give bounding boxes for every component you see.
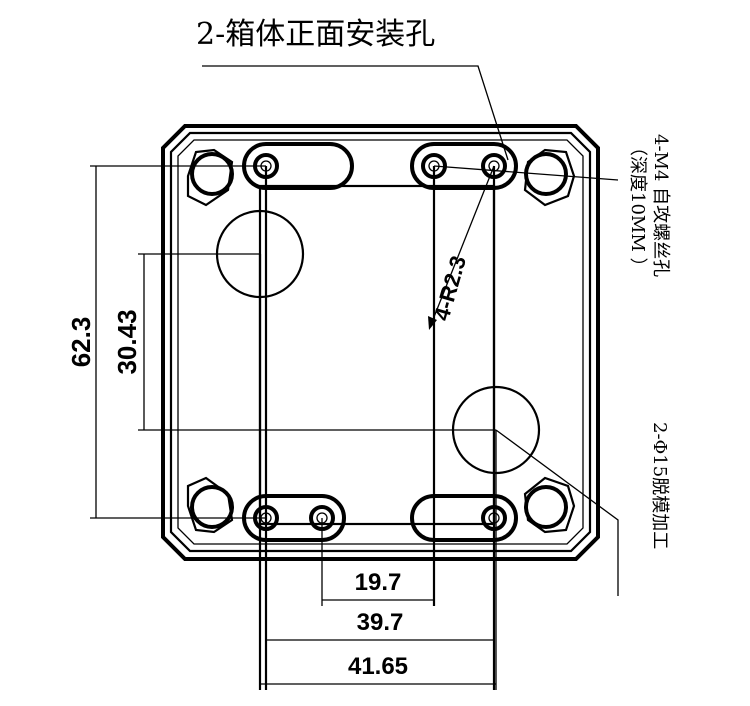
radius-label: 4-R2.3 bbox=[429, 253, 471, 323]
box-outer-outline bbox=[161, 124, 600, 561]
dim-30-43: 30.43 bbox=[112, 309, 142, 374]
demold-callout-text: 2-Φ15脱模加工 bbox=[649, 422, 670, 549]
right-callout-line1: 4-M4 自攻螺丝孔 bbox=[650, 134, 671, 277]
right-callout-leader bbox=[433, 165, 619, 181]
corner-boss-bottom-left bbox=[186, 476, 234, 534]
dim-41-65: 41.65 bbox=[348, 653, 408, 680]
dim-19-7: 19.7 bbox=[355, 569, 402, 596]
box-wall-line bbox=[177, 139, 584, 545]
dim-62-3: 62.3 bbox=[66, 317, 96, 368]
right-callout-line2: （深度10MM ） bbox=[627, 138, 648, 276]
radius-leader bbox=[431, 165, 495, 323]
slot-top-left bbox=[242, 142, 354, 190]
slot-bottom-right bbox=[410, 494, 518, 542]
demold-callout-leader bbox=[495, 429, 619, 596]
corner-boss-top-left bbox=[186, 148, 234, 207]
dim-39-7: 39.7 bbox=[357, 609, 404, 636]
inner-cavity bbox=[258, 184, 496, 526]
top-callout-leader bbox=[202, 65, 509, 161]
top-callout-text: 2-箱体正面安装孔 bbox=[196, 17, 435, 52]
corner-boss-top-right bbox=[523, 148, 576, 207]
corner-boss-bottom-right bbox=[523, 476, 576, 534]
box-inner-outline bbox=[169, 131, 592, 553]
slot-top-right bbox=[410, 142, 518, 190]
radius-arrowhead bbox=[428, 316, 437, 330]
